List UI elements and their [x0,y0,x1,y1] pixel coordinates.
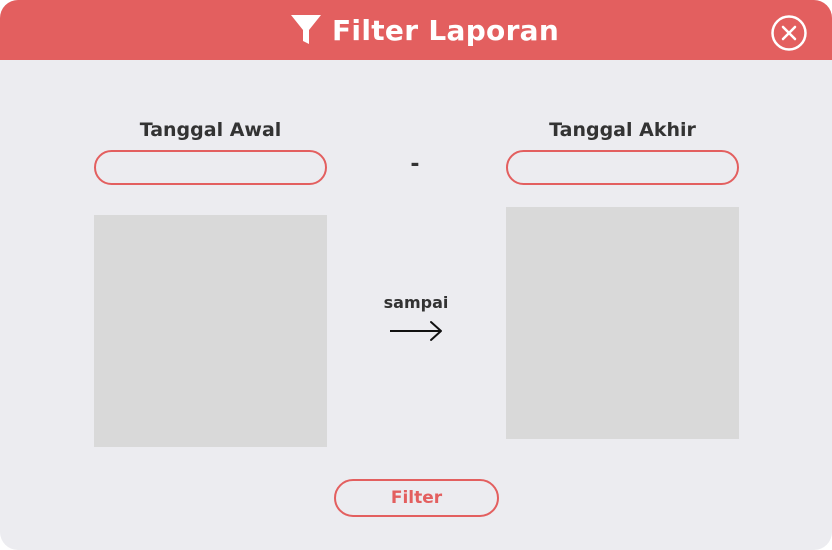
end-date-label: Tanggal Akhir [549,119,696,141]
close-circle-icon [771,15,807,51]
dialog-title: Filter Laporan [332,13,560,47]
funnel-icon [290,13,322,47]
dialog-title-group: Filter Laporan [290,12,559,48]
start-date-label: Tanggal Awal [139,119,282,141]
start-date-input[interactable] [94,150,327,185]
range-text: sampai [383,293,449,312]
end-date-input[interactable] [506,150,739,185]
end-date-calendar[interactable] [506,207,739,439]
date-separator: - [410,152,420,177]
arrow-right-icon [388,318,444,344]
start-date-calendar[interactable] [94,215,327,447]
close-button[interactable] [771,15,807,51]
filter-button[interactable]: Filter [334,479,499,517]
dialog-header: Filter Laporan [0,0,832,60]
